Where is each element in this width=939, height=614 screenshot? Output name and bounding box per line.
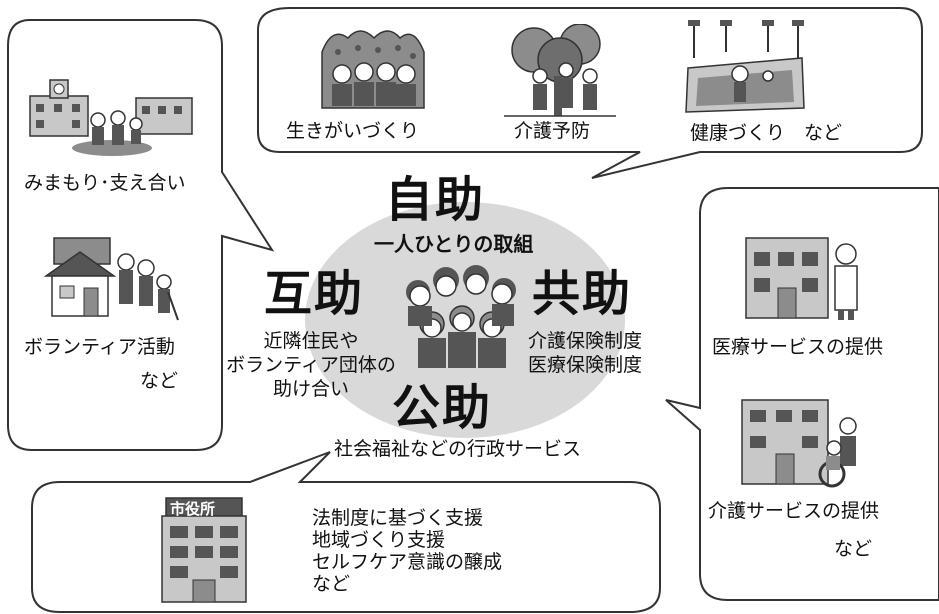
gojo-line: 助け合い <box>272 377 349 400</box>
top-item-label: 健康づくり など <box>690 122 843 144</box>
right-item-label: など <box>834 538 873 560</box>
left-item-label: ボランティア活動 <box>24 336 175 358</box>
kojo-subtitle: 社会福祉などの行政サービス <box>334 438 582 460</box>
jijo-title: 自助 <box>385 172 486 228</box>
house-volunteers-icon <box>43 237 179 321</box>
kyojo-title: 共助 <box>532 266 633 322</box>
bottom-line: 法制度に基づく支援 <box>312 507 484 529</box>
left-item-label: みまもり･支え合い <box>24 172 186 194</box>
left-item-label: など <box>140 370 179 392</box>
top-item-label: 生きがいづくり <box>286 120 420 142</box>
senior-choir-icon <box>321 30 425 109</box>
bottom-line: セルフケア意識の醸成 <box>312 550 503 573</box>
gojo-line: 近隣住民や <box>263 330 359 352</box>
bottom-bubble-text: 法制度に基づく支援 地域づくり支援 セルフケア意識の醸成 など <box>312 507 503 595</box>
bottom-line: 地域づくり支援 <box>312 528 446 551</box>
city-hall-icon <box>161 497 247 603</box>
bottom-line: など <box>312 572 351 595</box>
right-speech-bubble <box>665 187 939 601</box>
kojo-title: 公助 <box>392 380 493 436</box>
gojo-line: ボランティア団体の <box>226 353 396 376</box>
jijo-subtitle: 一人ひとりの取組 <box>374 232 534 256</box>
kyojo-line: 医療保険制度 <box>528 353 643 376</box>
soccer-stadium-icon <box>685 20 805 113</box>
care-facility-wheelchair-icon <box>741 399 857 488</box>
gojo-title: 互助 <box>264 266 365 322</box>
crowd-of-people-icon <box>406 265 516 368</box>
school-children-town-icon <box>29 79 193 156</box>
senior-walking-icon <box>504 24 616 117</box>
top-item-label: 介護予防 <box>514 120 591 142</box>
clinic-doctor-icon <box>745 237 858 320</box>
kyojo-line: 介護保険制度 <box>528 330 643 352</box>
right-item-label: 医療サービスの提供 <box>712 336 884 358</box>
gojo-description: 近隣住民や ボランティア団体の 助け合い <box>218 330 404 401</box>
right-item-label: 介護サービスの提供 <box>708 500 880 522</box>
city-hall-sign: 市役所 <box>170 500 216 518</box>
kyojo-description: 介護保険制度 医療保険制度 <box>528 330 642 378</box>
